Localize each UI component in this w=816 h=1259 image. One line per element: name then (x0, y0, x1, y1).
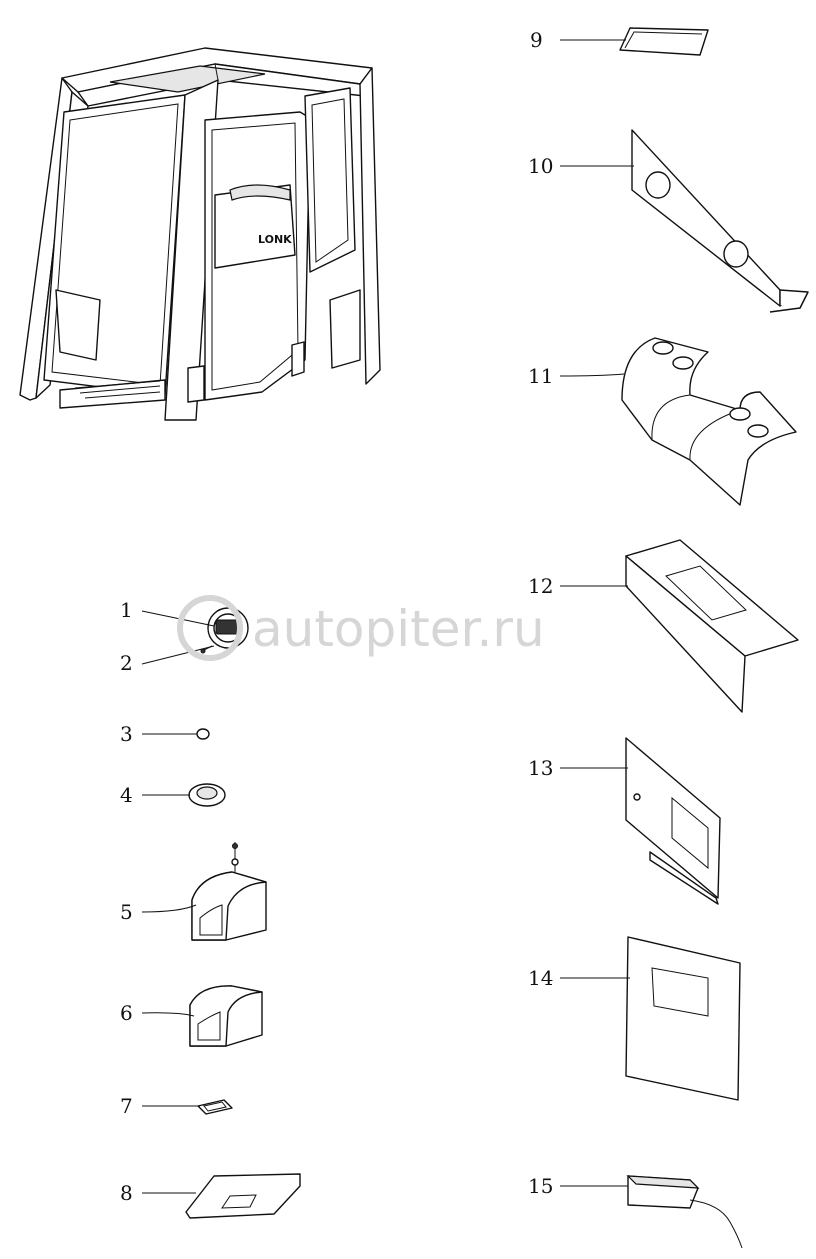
callout-6: 6 (120, 1001, 133, 1025)
part-15-lamp (626, 1175, 743, 1249)
callout-12: 12 (528, 574, 553, 598)
part-3-cap (142, 728, 210, 740)
callout-11: 11 (528, 364, 553, 388)
part-8-plate (185, 1173, 301, 1219)
part-7-pad (197, 1099, 233, 1115)
part-13-bracket-plate (625, 737, 721, 905)
part-12-cover-plate (625, 539, 799, 713)
callout-4: 4 (120, 783, 133, 807)
cab-assembly: LONK (19, 47, 381, 421)
callout-numbers: 1 2 3 4 5 6 7 8 9 10 11 12 13 14 15 (120, 28, 553, 1205)
leader-lines (141, 39, 634, 1194)
watermark: autopiter.ru (177, 595, 545, 661)
callout-2: 2 (120, 651, 133, 675)
callout-9: 9 (530, 28, 543, 52)
part-5-cover (191, 842, 267, 941)
part-14-panel (625, 936, 741, 1101)
callout-10: 10 (528, 154, 553, 178)
callout-8: 8 (120, 1181, 133, 1205)
callout-3: 3 (120, 722, 133, 746)
part-11-bent-bracket (621, 337, 797, 506)
callout-7: 7 (120, 1094, 133, 1118)
callout-5: 5 (120, 900, 133, 924)
part-10-bracket (631, 129, 809, 313)
part-6-cover (189, 985, 263, 1047)
callout-13: 13 (528, 756, 553, 780)
part-9-lens (619, 27, 709, 56)
callout-14: 14 (528, 966, 553, 990)
part-4-grommet (188, 783, 226, 807)
callout-15: 15 (528, 1174, 553, 1198)
watermark-text: autopiter.ru (252, 600, 545, 658)
callout-1: 1 (120, 598, 133, 622)
cab-logo: LONK (258, 233, 292, 246)
